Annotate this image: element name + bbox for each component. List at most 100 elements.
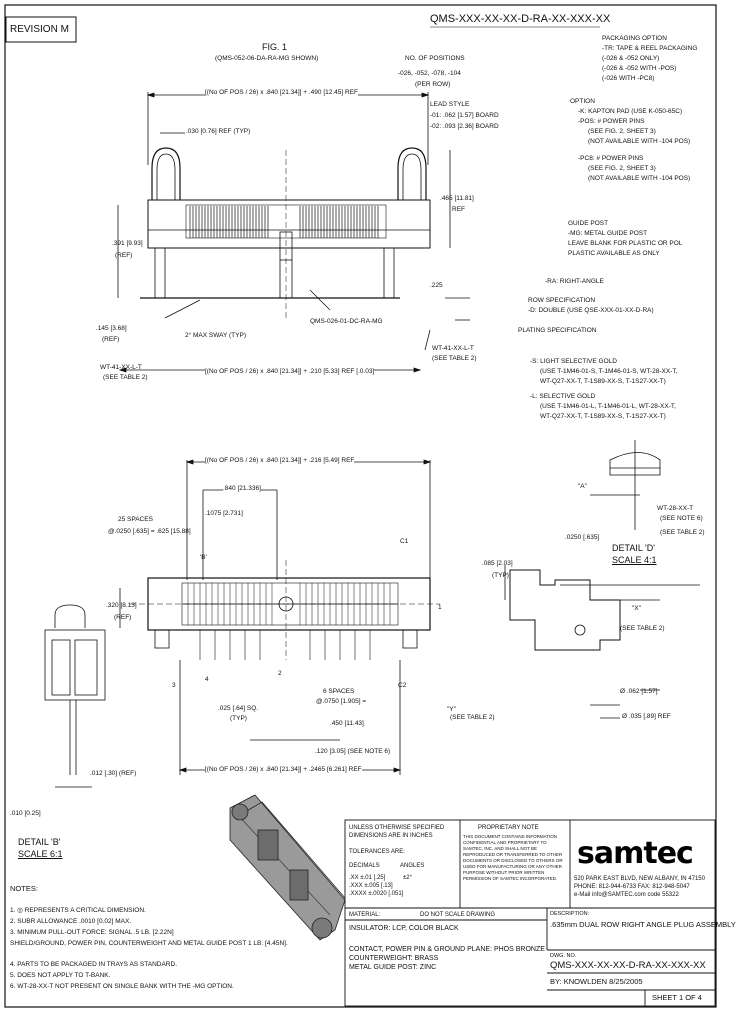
- plating-3: WT-Q27-XX-T, T-1S89-XX-S, T-1S27-XX-T): [540, 378, 666, 385]
- lead-style-02: -02: .093 [2.36] BOARD: [430, 123, 499, 130]
- dim-1075: .1075 [2.731]: [205, 510, 243, 517]
- tolerance-angle: ±2°: [403, 875, 413, 881]
- angles-label: ANGLES: [400, 863, 425, 869]
- detail-a-label: "A": [578, 483, 587, 490]
- dim-top: [(No OF POS / 26) x .840 [21.34]] + .490…: [205, 89, 359, 97]
- lead-style-01: -01: .062 [1.57] BOARD: [430, 112, 499, 119]
- material-label: MATERIAL:: [349, 912, 381, 918]
- dim-085-typ: (TYP): [492, 572, 509, 579]
- detail-d-scale: SCALE 4:1: [612, 555, 657, 565]
- plating-1: -S: LIGHT SELECTIVE GOLD: [530, 358, 617, 365]
- plating-5: (USE T-1M46-01-L, T-1M46-01-L, WT-28-XX-…: [540, 403, 676, 410]
- option-4: (NOT AVAILABLE WITH -104 POS): [588, 138, 691, 145]
- tolerance-1: .XX ±.01 [.25]: [349, 875, 386, 881]
- wt-note-left: WT-41-XX-L-T: [100, 364, 142, 371]
- notes-title: NOTES:: [10, 884, 38, 893]
- sheet-number: SHEET 1 OF 4: [652, 993, 702, 1002]
- sway-note: 2° MAX SWAY (TYP): [185, 332, 246, 339]
- mg-part-note: QMS-026-01-DC-RA-MG: [310, 318, 383, 325]
- side-view-drawing: [44, 604, 106, 788]
- dim-391-ref: (REF): [115, 252, 133, 259]
- dim-bottom-view-bottom: [(No OF POS / 26) x .840 [21.34]] + .246…: [205, 766, 362, 774]
- detail-b-scale: SCALE 6:1: [18, 849, 63, 859]
- packaging-3: (-026 & -052 WITH -POS): [602, 65, 677, 72]
- tolerance-2: .XXX ±.005 [.13]: [349, 883, 393, 889]
- dim-145: .145 [3.68]: [96, 325, 127, 332]
- option-7: (NOT AVAILABLE WITH -104 POS): [588, 175, 691, 182]
- label-3: 3: [172, 682, 176, 689]
- dim-320-ref: (REF): [114, 614, 132, 621]
- dim-025sq-typ: (TYP): [230, 715, 247, 722]
- row-spec-1: -D: DOUBLE (USE QSE-XXX-01-XX-D-RA): [528, 307, 654, 314]
- description: .635mm DUAL ROW RIGHT ANGLE PLUG ASSEMBL…: [550, 920, 736, 929]
- no-positions-values: -026, -052, -078, -104: [398, 70, 461, 77]
- dim-062: Ø .062 [1.57]: [620, 688, 658, 695]
- see-table-2b: (SEE TABLE 2): [620, 625, 665, 632]
- detail-d-title: DETAIL 'D': [612, 543, 655, 553]
- option-3: (SEE FIG. 2, SHEET 3): [588, 128, 656, 135]
- no-positions-title: NO. OF POSITIONS: [405, 55, 465, 62]
- no-positions-note: (PER ROW): [415, 81, 451, 88]
- dim-075: @.0750 [1.905] =: [316, 698, 367, 705]
- lead-style-title: LEAD STYLE: [430, 101, 470, 108]
- dwg-label: DWG. NO.: [550, 953, 577, 959]
- dim-465: .465 [11.81]: [440, 195, 474, 202]
- dim-012: .012 [.30] (REF): [90, 770, 137, 777]
- dim-391: .391 [9.93]: [112, 240, 143, 247]
- address-2: PHONE: 812-944-6733 FAX: 812-948-5047: [574, 884, 690, 890]
- packaging-2: (-026 & -052 ONLY): [602, 55, 660, 62]
- see-note-6: (SEE NOTE 6): [660, 515, 703, 522]
- scale-note: DO NOT SCALE DRAWING: [420, 912, 496, 918]
- dim-bottom-fig1: [(No OF POS / 26) x .840 [21.34]] + .210…: [205, 368, 375, 376]
- note-1: 1. ◎ REPRESENTS A CRITICAL DIMENSION.: [10, 907, 146, 914]
- material-4: METAL GUIDE POST: ZINC: [349, 964, 437, 971]
- dim-840: .840 [21.336]: [223, 485, 261, 493]
- samtec-logo: samtec: [577, 836, 694, 871]
- y-label: "Y": [447, 706, 456, 713]
- c2-label: C2: [398, 682, 407, 689]
- detail-x-label: "X": [632, 605, 641, 612]
- guide-post-1: -MG: METAL GUIDE POST: [568, 230, 648, 237]
- wt-28-label: WT-28-XX-T: [657, 505, 694, 512]
- plating-4: -L: SELECTIVE GOLD: [530, 393, 596, 400]
- decimals-label: DECIMALS: [349, 863, 380, 869]
- packaging-1: -TR: TAPE & REEL PACKAGING: [602, 45, 698, 52]
- drawing-linework: [4, 4, 717, 1008]
- bottom-view-drawing: [119, 459, 440, 775]
- option-1: -K: KAPTON PAD (USE K-050-65C): [578, 108, 683, 115]
- option-6: (SEE FIG. 2, SHEET 3): [588, 165, 656, 172]
- label-4: 4: [205, 676, 209, 683]
- see-table-2: (SEE TABLE 2): [660, 529, 705, 536]
- tolerance-header-2: DIMENSIONS ARE IN INCHES: [349, 833, 433, 839]
- dim-085: .085 [2.03]: [482, 560, 513, 567]
- proprietary-title: PROPRIETARY NOTE: [478, 825, 539, 831]
- ra-label: -RA: RIGHT-ANGLE: [545, 278, 604, 285]
- dim-120: .120 [3.05] (SEE NOTE 6): [315, 748, 391, 755]
- dim-145-ref: (REF): [102, 336, 120, 343]
- b-label: 'B': [200, 554, 207, 561]
- packaging-title: PACKAGING OPTION: [602, 35, 667, 42]
- dim-030: .030 [0.76] REF (TYP): [186, 128, 251, 135]
- note-2: 2. SUBR ALLOWANCE .0010 [0.02] MAX.: [10, 918, 132, 925]
- guide-post-3: PLASTIC AVAILABLE AS ONLY: [568, 250, 660, 257]
- material-3: COUNTERWEIGHT: BRASS: [349, 955, 439, 962]
- y-table: (SEE TABLE 2): [450, 714, 495, 721]
- wt-note-right-2: (SEE TABLE 2): [432, 355, 477, 362]
- label-2: 2: [278, 670, 282, 677]
- label-1: 1: [438, 604, 442, 611]
- row-spec-title: ROW SPECIFICATION: [528, 297, 596, 304]
- connector-3d-illustration: [229, 794, 346, 941]
- plating-title: PLATING SPECIFICATION: [518, 327, 597, 334]
- fig1-title: FIG. 1: [262, 42, 288, 52]
- dim-025sq: .025 [.64] SQ.: [218, 705, 259, 712]
- dim-025: @.0250 [.635] = .625 [15.88]: [108, 528, 191, 535]
- option-title: OPTION: [570, 98, 595, 105]
- dim-035: Ø .035 [.89] REF: [622, 713, 671, 720]
- tolerance-3: .XXXX ±.0020 [.051]: [349, 891, 404, 897]
- address-3: e-Mail info@SAMTEC.com code 55322: [574, 892, 679, 898]
- wt-note-right: WT-41-XX-L-T: [432, 345, 474, 352]
- spaces-6: 6 SPACES: [323, 688, 355, 695]
- drawing-sheet: REVISION M QMS-XXX-XX-XX-D-RA-XX-XXX-XX …: [4, 4, 736, 1008]
- part-number-code: QMS-XXX-XX-XX-D-RA-XX-XXX-XX: [430, 13, 611, 25]
- note-4: 4. PARTS TO BE PACKAGED IN TRAYS AS STAN…: [10, 961, 178, 968]
